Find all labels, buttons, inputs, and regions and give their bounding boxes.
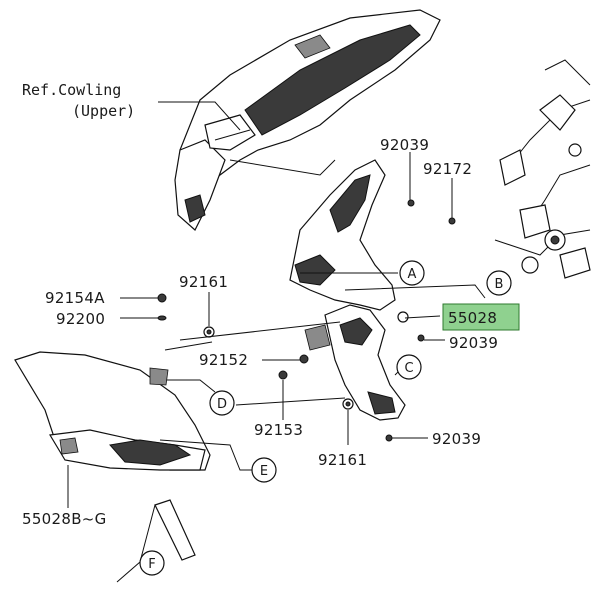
part-label-92161-bottom[interactable]: 92161 — [318, 451, 367, 469]
svg-text:F: F — [148, 557, 155, 572]
washer-92200 — [157, 315, 167, 321]
part-label-55028B-G[interactable]: 55028B~G — [22, 510, 107, 528]
callout-a: A — [399, 260, 425, 286]
fasteners — [157, 199, 456, 442]
part-label-92154A[interactable]: 92154A — [45, 289, 105, 307]
callout-d: D — [209, 390, 235, 416]
ref-cowling-label-line2: (Upper) — [72, 102, 135, 120]
svg-text:A: A — [408, 267, 417, 282]
ref-cowling-label-line1: Ref.Cowling — [22, 81, 121, 99]
part-label-92172[interactable]: 92172 — [423, 160, 472, 178]
part-label-55028[interactable]: 55028 — [448, 309, 497, 327]
bolt-92153 — [278, 370, 288, 380]
part-55028-highlight — [442, 303, 520, 331]
part-label-92039-mid[interactable]: 92039 — [449, 334, 498, 352]
part-label-92152[interactable]: 92152 — [199, 351, 248, 369]
callout-e: E — [251, 457, 277, 483]
svg-text:D: D — [217, 397, 227, 412]
screw-92039-bottom — [385, 434, 393, 442]
callout-c: C — [396, 354, 422, 380]
svg-text:B: B — [495, 277, 504, 292]
screw-92039-mid — [417, 334, 425, 342]
leader-lines — [67, 101, 486, 583]
part-label-92039-bottom[interactable]: 92039 — [432, 430, 481, 448]
lower-cowling-part — [14, 351, 211, 561]
screw-92039-top — [407, 199, 415, 207]
bolt-92154A — [157, 293, 167, 303]
part-labels: Ref.Cowling (Upper) 92039 92172 92154A 9… — [22, 81, 498, 528]
nut-92152 — [299, 354, 309, 364]
clip-92172 — [448, 217, 456, 225]
part-label-92161-top[interactable]: 92161 — [179, 273, 228, 291]
upper-cowling-part — [174, 9, 441, 231]
part-label-92153[interactable]: 92153 — [254, 421, 303, 439]
callout-b: B — [486, 270, 512, 296]
svg-text:C: C — [404, 361, 413, 376]
callout-f: F — [139, 550, 165, 576]
part-label-92200[interactable]: 92200 — [56, 310, 105, 328]
svg-text:E: E — [260, 464, 268, 479]
part-label-92039-top[interactable]: 92039 — [380, 136, 429, 154]
frame-part — [494, 59, 591, 279]
